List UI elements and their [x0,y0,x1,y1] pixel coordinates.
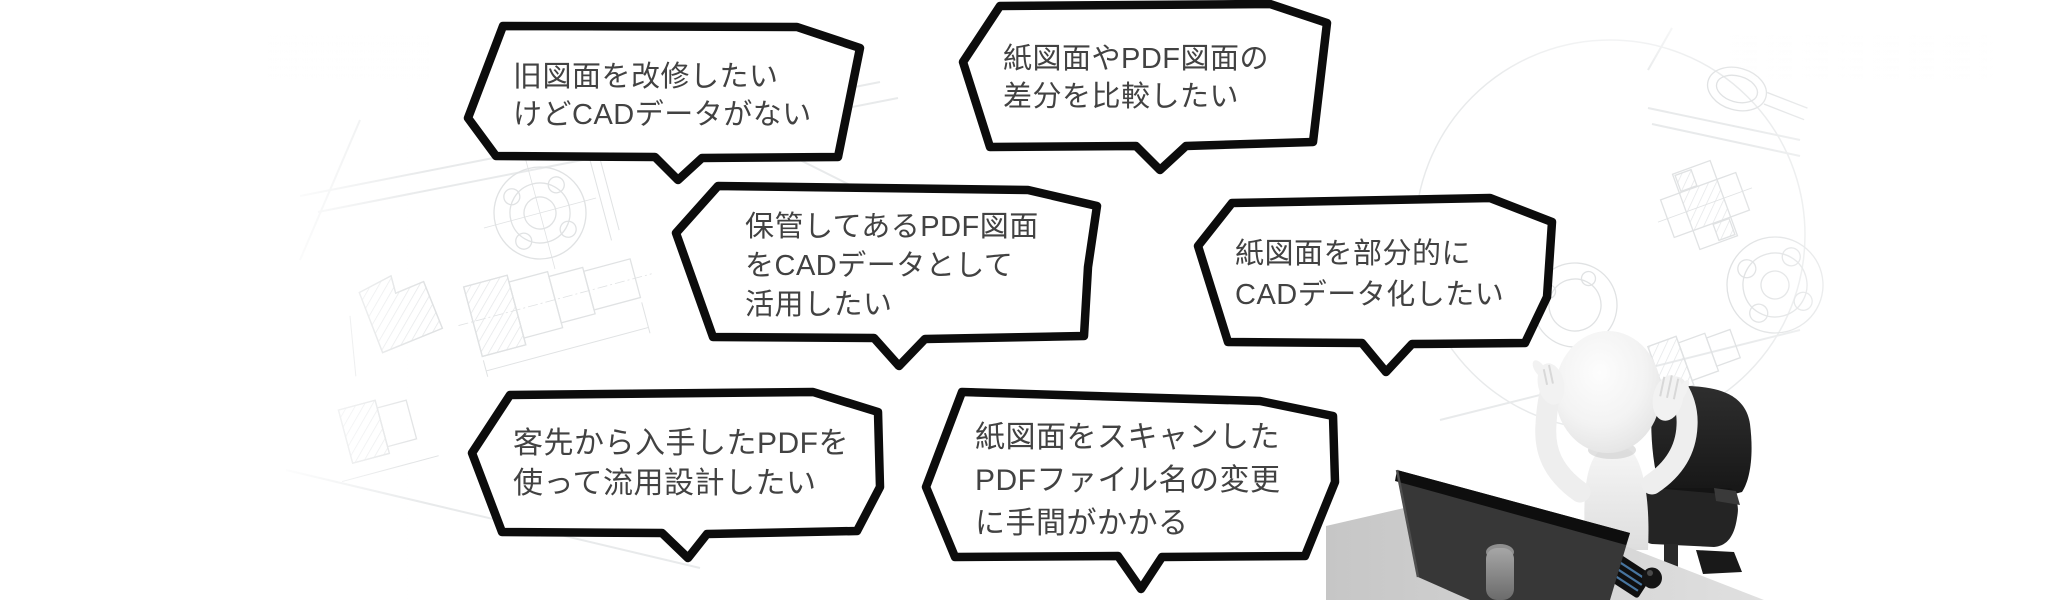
bubble-text: 紙図面やPDF図面の差分を比較したい [1003,40,1269,116]
speech-bubble-outline [921,387,1340,594]
figure-3d-person [1532,331,1698,550]
speech-bubble-outline [467,387,885,563]
bubble-text-line: 客先から入手したPDFを [513,427,849,460]
bubble-text-line: 紙図面やPDF図面の [1003,43,1270,75]
speech-bubble-5: 客先から入手したPDFを使って流用設計したい [466,386,886,566]
bubble-text-line: 旧図面を改修したい [513,61,779,93]
bubble-text-line: けどCADデータがない [513,99,812,131]
speech-bubble-6: 紙図面をスキャンした PDFファイル名の変更に手間がかかる [920,384,1342,596]
bubble-text: 客先から入手したPDFを使って流用設計したい [513,424,849,504]
bubble-text: 旧図面を改修したいけどCADデータがない [513,58,812,134]
bubble-text-line: 差分を比較したい [1003,81,1240,113]
bubble-text-line: 紙図面を部分的に [1235,238,1472,270]
bubble-text-line: 紙図面をスキャンした [975,421,1280,454]
speech-bubble-outline [1193,193,1557,377]
bubble-text-line: 保管してあるPDF図面 [745,211,1039,243]
figure-left-hand [1532,360,1565,405]
bubble-text-line: PDFファイル名の変更 [975,464,1281,497]
bubble-text-line: 活用したい [745,289,893,321]
bubble-text: 紙図面をスキャンした PDFファイル名の変更に手間がかかる [975,416,1281,545]
figure-head [1555,331,1661,453]
computer-monitor [1395,469,1630,600]
figure-right-hand [1652,375,1690,421]
speech-bubble-1: 旧図面を改修したいけどCADデータがない [462,20,866,206]
bubble-text-line: をCADデータとして [745,250,1014,282]
blueprint-shaft-left [458,258,652,377]
figure-torso [1584,446,1649,550]
speech-bubble-2: 紙図面やPDF図面の差分を比較したい [957,0,1333,178]
bubble-text: 紙図面を部分的に CADデータ化したい [1235,234,1504,316]
blueprint-part-left-lower [337,399,439,483]
bubble-text-line: 使って流用設計したい [513,467,817,500]
worried-figure-workstation-illustration [1326,331,1764,600]
bubble-text: 保管してあるPDF図面をCADデータとして活用したい [745,208,1039,325]
speech-bubble-4: 紙図面を部分的に CADデータ化したい [1192,192,1558,380]
speech-bubble-outline [671,181,1102,371]
blueprint-spoon-right [1706,66,1808,121]
blueprint-part-left [349,274,444,377]
mouse [1642,567,1662,589]
speech-bubble-3: 保管してあるPDF図面をCADデータとして活用したい [670,180,1106,372]
bubble-text-line: CADデータ化したい [1235,279,1505,311]
bubble-text-line: に手間がかかる [975,507,1189,540]
blueprint-cross-part-right [1657,159,1753,251]
blueprint-flange-left [483,153,620,270]
